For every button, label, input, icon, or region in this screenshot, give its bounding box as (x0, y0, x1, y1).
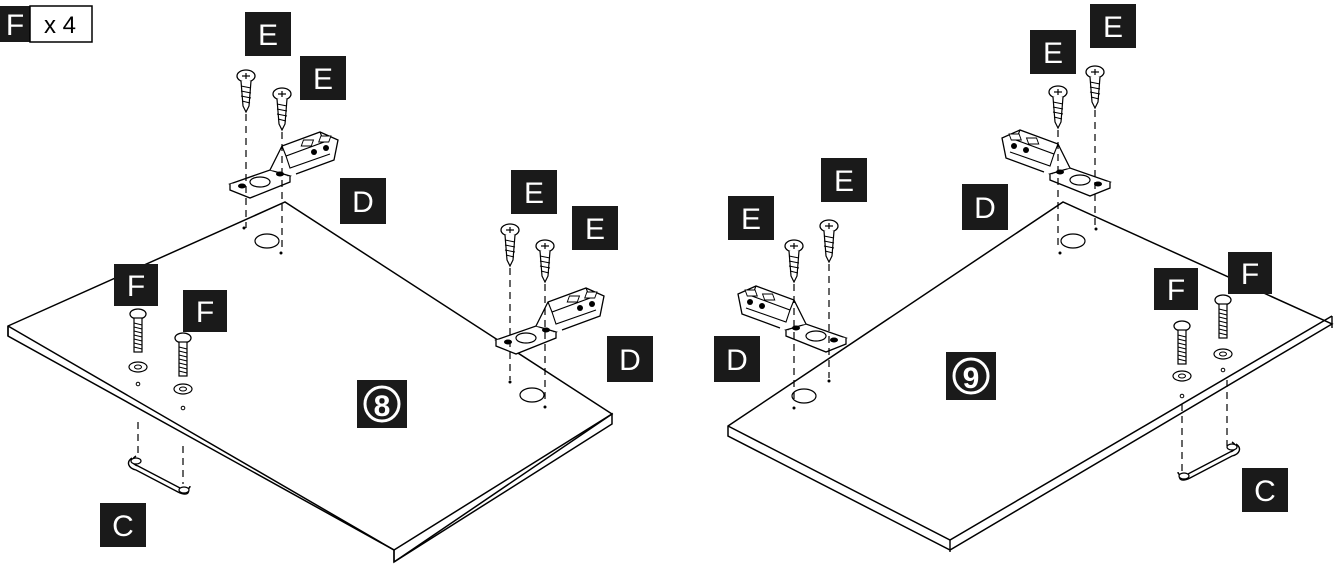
part-label-c: C (1242, 468, 1288, 512)
quantity-badge-count-box (29, 5, 93, 43)
part-label-e: E (728, 196, 774, 240)
svg-text:F: F (127, 270, 145, 303)
svg-text:D: D (352, 186, 374, 219)
screw (272, 87, 292, 131)
svg-text:D: D (974, 192, 996, 225)
hinge-cup-hole (1060, 233, 1086, 249)
part-label-d: D (607, 336, 653, 382)
step-9-assembly: E E D E E D F F (714, 4, 1334, 552)
svg-text:E: E (1043, 37, 1063, 70)
part-label-e: E (1030, 30, 1076, 74)
handle (1177, 441, 1241, 481)
quantity-badge-part: F (6, 9, 24, 42)
part-label-f: F (1154, 268, 1198, 310)
hinge-cup-hole (254, 233, 280, 249)
svg-text:F: F (1167, 274, 1185, 307)
screw (535, 239, 555, 283)
quantity-badge: F x 4 (0, 5, 93, 43)
screw (500, 223, 520, 267)
step-number-badge: 9 (946, 352, 996, 400)
svg-text:E: E (741, 203, 761, 236)
washer (1172, 370, 1192, 382)
part-label-d: D (340, 178, 386, 224)
svg-text:E: E (258, 19, 278, 52)
screw (236, 69, 256, 113)
hinge (495, 287, 605, 355)
svg-text:8: 8 (374, 390, 391, 423)
quantity-badge-part-box (0, 6, 30, 42)
step-8-assembly: E E D E E D F F (7, 12, 653, 564)
svg-text:D: D (619, 344, 641, 377)
washer (1213, 348, 1233, 360)
part-label-e: E (245, 12, 291, 56)
part-label-e: E (300, 56, 346, 100)
part-label-e: E (821, 158, 867, 202)
screw (784, 239, 804, 283)
hinge-cup-hole (791, 388, 817, 404)
part-label-f: F (114, 264, 158, 306)
handle (127, 455, 191, 495)
svg-text:F: F (196, 296, 214, 329)
hinge-cup-hole (519, 387, 545, 403)
step-number-badge: 8 (357, 380, 407, 428)
screw (1085, 65, 1105, 109)
svg-text:E: E (834, 165, 854, 198)
part-label-e: E (572, 206, 618, 250)
svg-text:E: E (585, 213, 605, 246)
svg-text:F: F (1241, 258, 1259, 291)
part-label-d: D (714, 336, 760, 382)
washer (173, 383, 193, 395)
svg-text:E: E (1103, 11, 1123, 44)
part-label-f: F (183, 290, 227, 332)
svg-text:C: C (112, 510, 134, 543)
part-label-c: C (100, 503, 146, 547)
part-label-f: F (1228, 252, 1272, 294)
door-panel (7, 201, 614, 564)
screw (819, 219, 839, 263)
svg-text:E: E (524, 177, 544, 210)
part-label-e: E (511, 170, 557, 214)
svg-text:E: E (313, 63, 333, 96)
hinge (1001, 129, 1111, 197)
washer (128, 361, 148, 373)
svg-text:9: 9 (963, 362, 980, 395)
part-label-d: D (962, 184, 1008, 230)
part-label-e: E (1090, 4, 1136, 48)
quantity-badge-count: x 4 (44, 12, 76, 39)
screw (1048, 85, 1068, 129)
svg-text:C: C (1254, 475, 1276, 508)
svg-text:D: D (726, 344, 748, 377)
